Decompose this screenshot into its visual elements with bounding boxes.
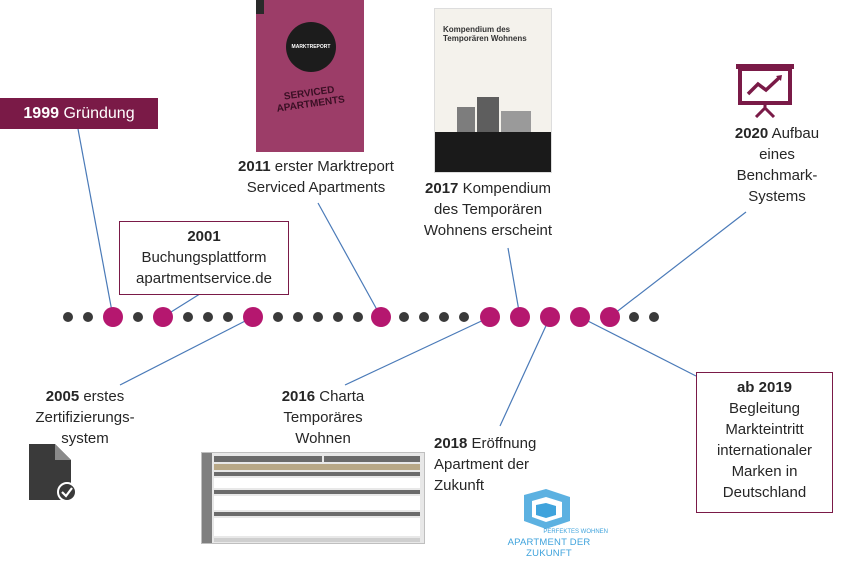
label-2017-line2: des Temporären bbox=[433, 201, 543, 218]
milestone-2011: 2011 erster Marktreport Serviced Apartme… bbox=[216, 156, 416, 198]
timeline-dot bbox=[459, 312, 469, 322]
connector-2018 bbox=[499, 316, 551, 427]
milestone-2020: 2020 Aufbau eines Benchmark- Systems bbox=[720, 123, 834, 207]
timeline-dot bbox=[419, 312, 429, 322]
connector-2017 bbox=[507, 247, 521, 318]
timeline-milestone-dot bbox=[540, 307, 560, 327]
timeline-dot bbox=[203, 312, 213, 322]
apartment-der-zukunft-logo: PERFEKTES WOHNEN APARTMENT DER ZUKUNFT bbox=[486, 487, 610, 564]
kompendium-cover-image: Kompendium des Temporären Wohnens bbox=[434, 8, 552, 173]
label-2019-line2: Begleitung bbox=[729, 400, 800, 417]
label-2018-line3: Zukunft bbox=[434, 477, 485, 494]
milestone-2018: 2018 Eröffnung Apartment der Zukunft bbox=[434, 433, 554, 496]
timeline-dot bbox=[223, 312, 233, 322]
timeline-dot bbox=[183, 312, 193, 322]
connector-2020 bbox=[609, 211, 747, 318]
label-2019-line6: Deutschland bbox=[722, 484, 807, 501]
connector-2019 bbox=[579, 316, 697, 377]
marktreport-cover-image: MARKTREPORT SERVICED APARTMENTS bbox=[256, 0, 364, 152]
label-2016-line3: Wohnen bbox=[295, 430, 351, 447]
timeline-dot bbox=[273, 312, 283, 322]
year-2005: 2005 bbox=[45, 388, 80, 405]
label-2019-line3: Markteintritt bbox=[725, 421, 804, 438]
marktreport-cover-title: SERVICED APARTMENTS bbox=[275, 84, 346, 115]
label-2018-line2: Apartment der bbox=[434, 456, 530, 473]
timeline-dots bbox=[63, 307, 659, 327]
timeline-dot bbox=[313, 312, 323, 322]
timeline-milestone-dot bbox=[103, 307, 123, 327]
milestone-1999-tag: 1999 Gründung bbox=[0, 98, 158, 129]
year-2001: 2001 bbox=[187, 228, 221, 245]
timeline-dot bbox=[333, 312, 343, 322]
connector-2005 bbox=[119, 316, 254, 386]
timeline-dot bbox=[293, 312, 303, 322]
timeline-dot bbox=[83, 312, 93, 322]
connector-2011 bbox=[317, 202, 382, 318]
year-2017: 2017 bbox=[425, 180, 459, 197]
timeline-milestone-dot bbox=[570, 307, 590, 327]
timeline-milestone-dot bbox=[480, 307, 500, 327]
connector-1999 bbox=[77, 128, 114, 318]
timeline-dot bbox=[629, 312, 639, 322]
timeline-dot bbox=[63, 312, 73, 322]
connector-lines bbox=[77, 128, 747, 427]
timeline-dot bbox=[439, 312, 449, 322]
year-2020: 2020 bbox=[734, 125, 769, 142]
timeline-dot bbox=[649, 312, 659, 322]
timeline-dot bbox=[399, 312, 409, 322]
timeline-dot bbox=[353, 312, 363, 322]
label-2019-line5: Marken in bbox=[731, 463, 798, 480]
year-2011: 2011 bbox=[238, 158, 271, 175]
label-1999: Gründung bbox=[63, 105, 135, 122]
charta-document-image bbox=[201, 452, 425, 544]
presentation-chart-icon bbox=[736, 64, 794, 118]
year-2019: ab 2019 bbox=[736, 379, 793, 396]
timeline-milestone-dot bbox=[243, 307, 263, 327]
label-2016-line2: Temporäres bbox=[283, 409, 363, 426]
year-2018: 2018 bbox=[434, 435, 468, 452]
label-2020-line2: eines bbox=[759, 146, 795, 163]
timeline-dot bbox=[133, 312, 143, 322]
milestone-2016: 2016 Charta Temporäres Wohnen bbox=[248, 386, 398, 449]
milestone-2001-box: 2001 Buchungsplattform apartmentservice.… bbox=[119, 221, 289, 295]
year-2016: 2016 bbox=[281, 388, 316, 405]
label-2001-line2: apartmentservice.de bbox=[136, 270, 272, 287]
label-2020-line1: Aufbau bbox=[771, 125, 820, 142]
marktreport-badge: MARKTREPORT bbox=[286, 22, 336, 72]
timeline-milestone-dot bbox=[153, 307, 173, 327]
label-2005-line1: erstes bbox=[83, 388, 125, 405]
label-2016-line1: Charta bbox=[319, 388, 365, 405]
milestone-2017: 2017 Kompendium des Temporären Wohnens e… bbox=[408, 178, 568, 241]
timeline-milestone-dot bbox=[600, 307, 620, 327]
year-1999: 1999 bbox=[23, 105, 59, 122]
logo-small-text: PERFEKTES WOHNEN bbox=[543, 529, 608, 535]
label-2005-line3: system bbox=[61, 430, 109, 447]
label-2011-line1: erster Marktreport bbox=[274, 158, 394, 175]
label-2017-line1: Kompendium bbox=[462, 180, 551, 197]
label-2001-line1: Buchungsplattform bbox=[141, 249, 267, 266]
label-2005-line2: Zertifizierungs- bbox=[35, 409, 135, 426]
milestone-2019-box: ab 2019 Begleitung Markteintritt interna… bbox=[696, 372, 833, 513]
label-2017-line3: Wohnens erscheint bbox=[423, 222, 553, 239]
timeline-milestone-dot bbox=[510, 307, 530, 327]
connector-2016 bbox=[344, 316, 491, 386]
kompendium-cover-title: Kompendium des Temporären Wohnens bbox=[443, 25, 527, 43]
label-2020-line3: Benchmark- bbox=[736, 167, 818, 184]
label-2011-line2: Serviced Apartments bbox=[246, 179, 386, 196]
label-2018-line1: Eröffnung bbox=[471, 435, 537, 452]
label-2019-line4: internationaler bbox=[716, 442, 813, 459]
milestone-2005: 2005 erstes Zertifizierungs- system bbox=[20, 386, 150, 449]
certified-document-icon bbox=[29, 444, 77, 502]
timeline-milestone-dot bbox=[371, 307, 391, 327]
label-2020-line4: Systems bbox=[748, 188, 806, 205]
logo-main-text: APARTMENT DER ZUKUNFT bbox=[507, 537, 591, 559]
